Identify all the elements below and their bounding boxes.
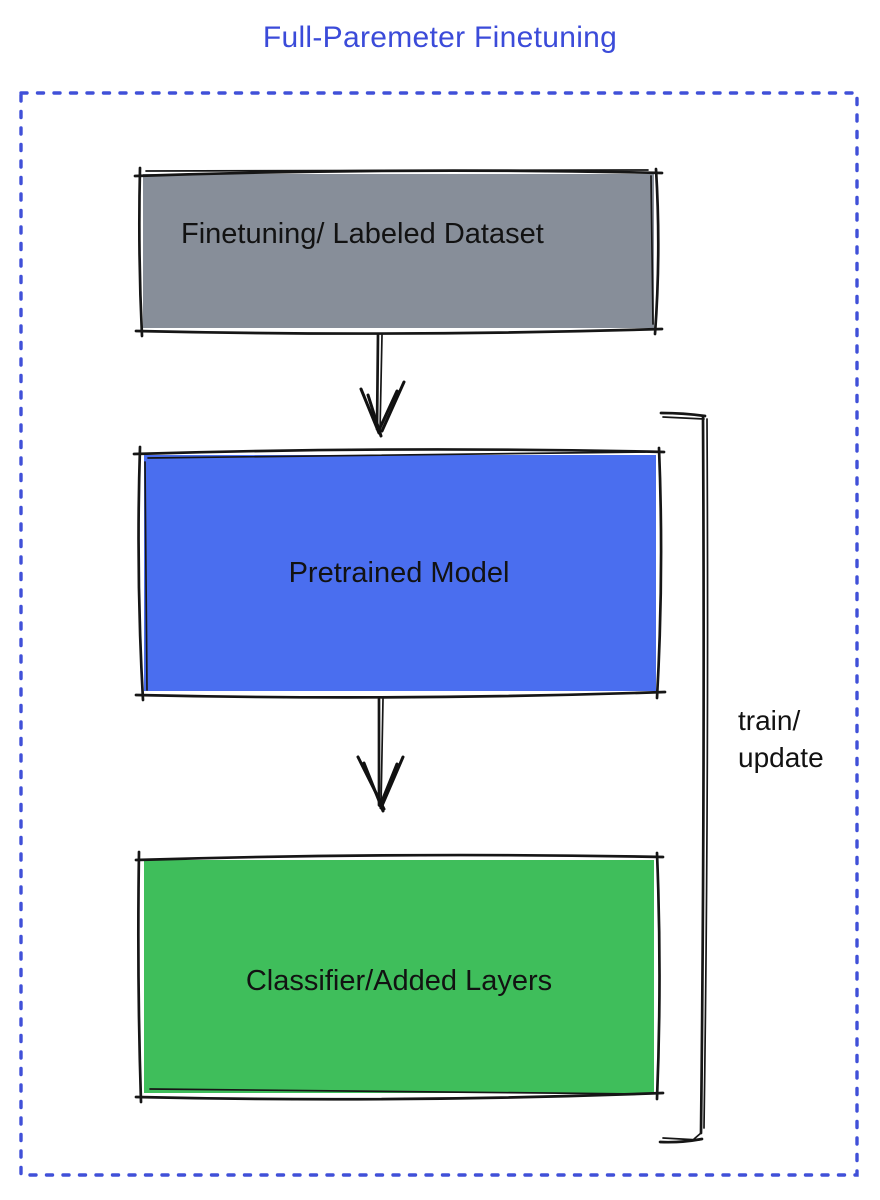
node-finetuning-dataset-fill xyxy=(143,174,654,328)
node-label-classifier-added-layers: Classifier/Added Layers xyxy=(245,965,553,997)
bracket-label-line2: update xyxy=(738,742,824,773)
node-label-pretrained-model: Pretrained Model xyxy=(288,557,510,589)
bracket-label-line1: train/ xyxy=(738,705,801,736)
dotted-boundary xyxy=(19,91,859,1177)
node-label-finetuning-dataset: Finetuning/ Labeled Dataset xyxy=(181,218,544,250)
arrow-model-to-classifier xyxy=(356,697,405,813)
arrow-dataset-to-model xyxy=(359,333,406,438)
node-finetuning-dataset xyxy=(133,166,664,338)
node-pretrained-model xyxy=(132,445,667,702)
node-classifier-added-layers xyxy=(134,850,665,1104)
diagram-title: Full-Paremeter Finetuning xyxy=(262,21,618,54)
node-classifier-added-layers-fill xyxy=(144,860,654,1093)
train-update-bracket xyxy=(658,411,709,1144)
bracket-label: train/ update xyxy=(738,702,824,776)
node-pretrained-model-fill xyxy=(144,455,656,691)
